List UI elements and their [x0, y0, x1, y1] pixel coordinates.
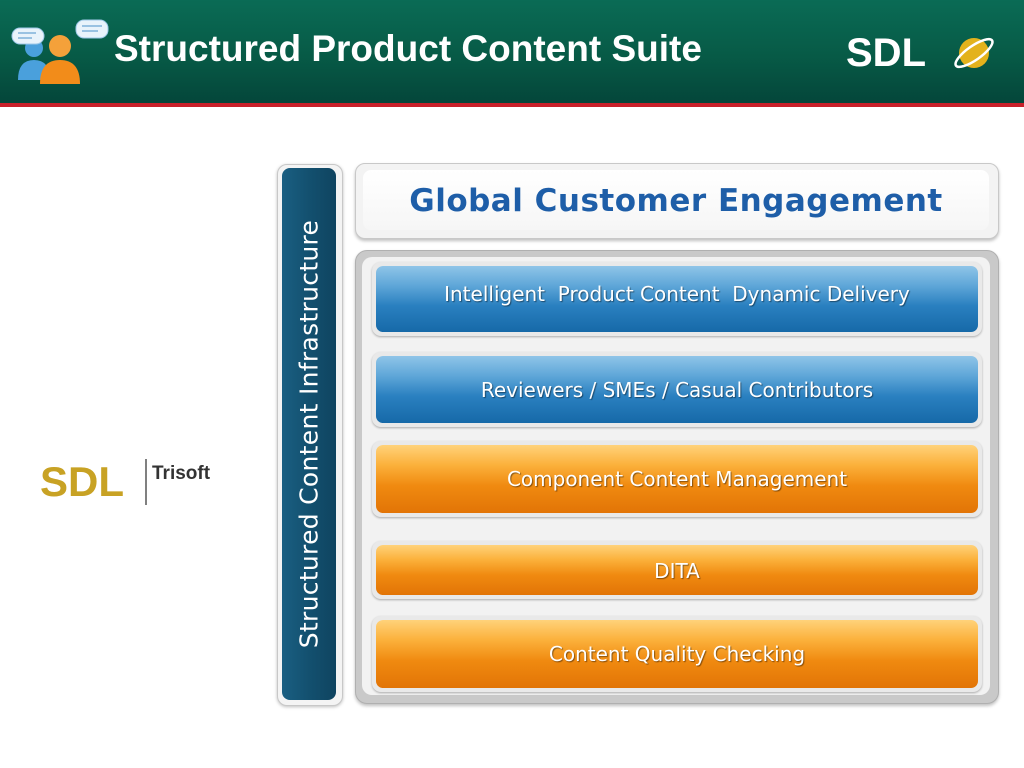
layer-component-content-management: Component Content Management: [372, 441, 982, 517]
header-divider: [0, 103, 1024, 107]
engagement-box: [363, 170, 989, 230]
layer-dynamic-delivery: Intelligent Product Content Dynamic Deli…: [372, 262, 982, 336]
page-title: Structured Product Content Suite: [114, 28, 702, 69]
layer-label: Intelligent Product Content Dynamic Deli…: [444, 282, 910, 306]
infrastructure-label: Structured Content Infrastructure: [294, 219, 324, 649]
sdl-trisoft-logo: SDL Trisoft: [40, 458, 211, 505]
header-bar: [0, 0, 1024, 103]
infrastructure-bar: [282, 168, 336, 700]
layer-dita: DITA: [372, 541, 982, 599]
layer-label: Content Quality Checking: [548, 642, 806, 666]
layer-label: Component Content Management: [506, 467, 848, 491]
svg-text:SDL: SDL: [40, 458, 124, 505]
svg-text:SDL: SDL: [846, 31, 926, 75]
people-chat-icon: [11, 19, 109, 84]
layer-label: Reviewers / SMEs / Casual Contributors: [480, 378, 874, 402]
layer-label: DITA: [654, 559, 700, 583]
layer-content-quality-checking: Content Quality Checking: [372, 616, 982, 692]
sdl-logo: SDL: [846, 31, 994, 75]
engagement-label: Global Customer Engagement: [409, 183, 943, 219]
svg-text:Trisoft: Trisoft: [152, 463, 211, 484]
layer-contributors: Reviewers / SMEs / Casual Contributors: [372, 352, 982, 427]
